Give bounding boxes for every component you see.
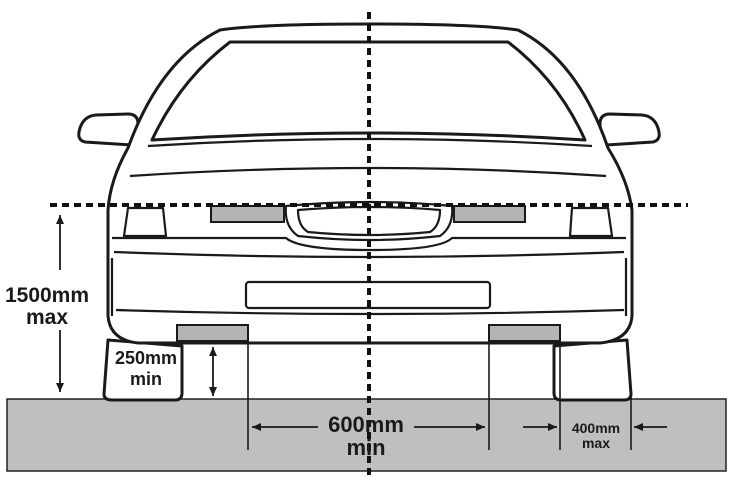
extension-lines	[247, 341, 632, 450]
right-upper-lamp	[453, 205, 526, 223]
spacing-min-value: 600mm	[328, 412, 404, 437]
edge-max-qualifier: max	[582, 435, 610, 451]
height-max-qualifier: max	[26, 306, 68, 329]
left-lower-lamp	[176, 324, 249, 342]
edge-max-value: 400mm	[572, 420, 620, 436]
ground-min-value: 250mm	[115, 348, 177, 368]
right-headlight	[568, 206, 614, 238]
lamps	[176, 205, 561, 342]
dimension-labels: 1500mm max 250mm min 600mm min 400mm max	[2, 278, 620, 460]
right-lower-lamp	[488, 324, 561, 342]
left-headlight	[122, 206, 168, 238]
left-upper-lamp	[210, 205, 285, 223]
right-tyre	[552, 338, 633, 402]
left-mirror	[77, 112, 140, 148]
ground-plane	[6, 398, 727, 472]
height-max-value: 1500mm	[5, 284, 89, 307]
ground-min-qualifier: min	[130, 369, 162, 389]
left-tyre	[102, 338, 184, 402]
spacing-min-qualifier: min	[346, 435, 385, 460]
right-mirror	[598, 112, 661, 148]
grille	[284, 200, 454, 242]
